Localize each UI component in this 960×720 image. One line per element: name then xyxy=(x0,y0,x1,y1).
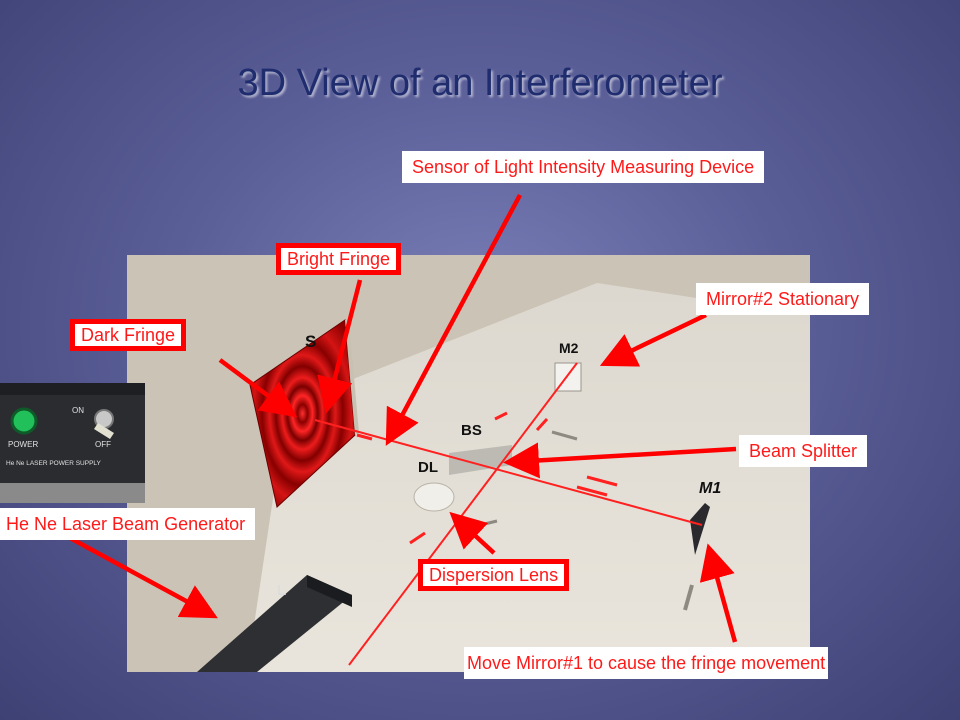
screen-letter: S xyxy=(305,332,316,351)
mirror2-letter: M2 xyxy=(559,340,579,356)
beam-splitter-letter: BS xyxy=(461,422,482,439)
move-mirror1-label: Move Mirror#1 to cause the fringe moveme… xyxy=(464,647,829,679)
mirror-1 xyxy=(690,503,710,555)
interferometer-scene: S M2 BS DL M1 L xyxy=(127,255,810,672)
scene-drawing: S M2 BS DL M1 L xyxy=(127,255,810,672)
power-light-icon xyxy=(10,407,38,435)
power-supply-drawing: POWER ON OFF He Ne LASER POWER SUPPLY xyxy=(0,383,145,503)
dispersion-lens-label: Dispersion Lens xyxy=(418,559,570,591)
mirror2-label: Mirror#2 Stationary xyxy=(696,283,870,315)
on-text: ON xyxy=(72,406,84,415)
laser-generator xyxy=(197,575,352,672)
laser-letter: L xyxy=(277,582,286,599)
laser-generator-label: He Ne Laser Beam Generator xyxy=(0,508,256,540)
power-text: POWER xyxy=(8,440,38,449)
sensor-label: Sensor of Light Intensity Measuring Devi… xyxy=(402,151,765,183)
mirror1-letter: M1 xyxy=(699,480,721,497)
slide-title: 3D View of an Interferometer xyxy=(237,62,723,104)
beam-splitter xyxy=(449,445,512,475)
dark-fringe-label: Dark Fringe xyxy=(70,319,187,351)
supply-text: He Ne LASER POWER SUPPLY xyxy=(6,460,102,467)
beam-splitter-label: Beam Splitter xyxy=(739,435,868,467)
laser-power-supply-photo: POWER ON OFF He Ne LASER POWER SUPPLY xyxy=(0,383,145,503)
bright-fringe-label: Bright Fringe xyxy=(276,243,402,275)
off-text: OFF xyxy=(95,440,111,449)
dispersion-lens-letter: DL xyxy=(418,459,438,476)
dispersion-lens xyxy=(413,482,455,512)
